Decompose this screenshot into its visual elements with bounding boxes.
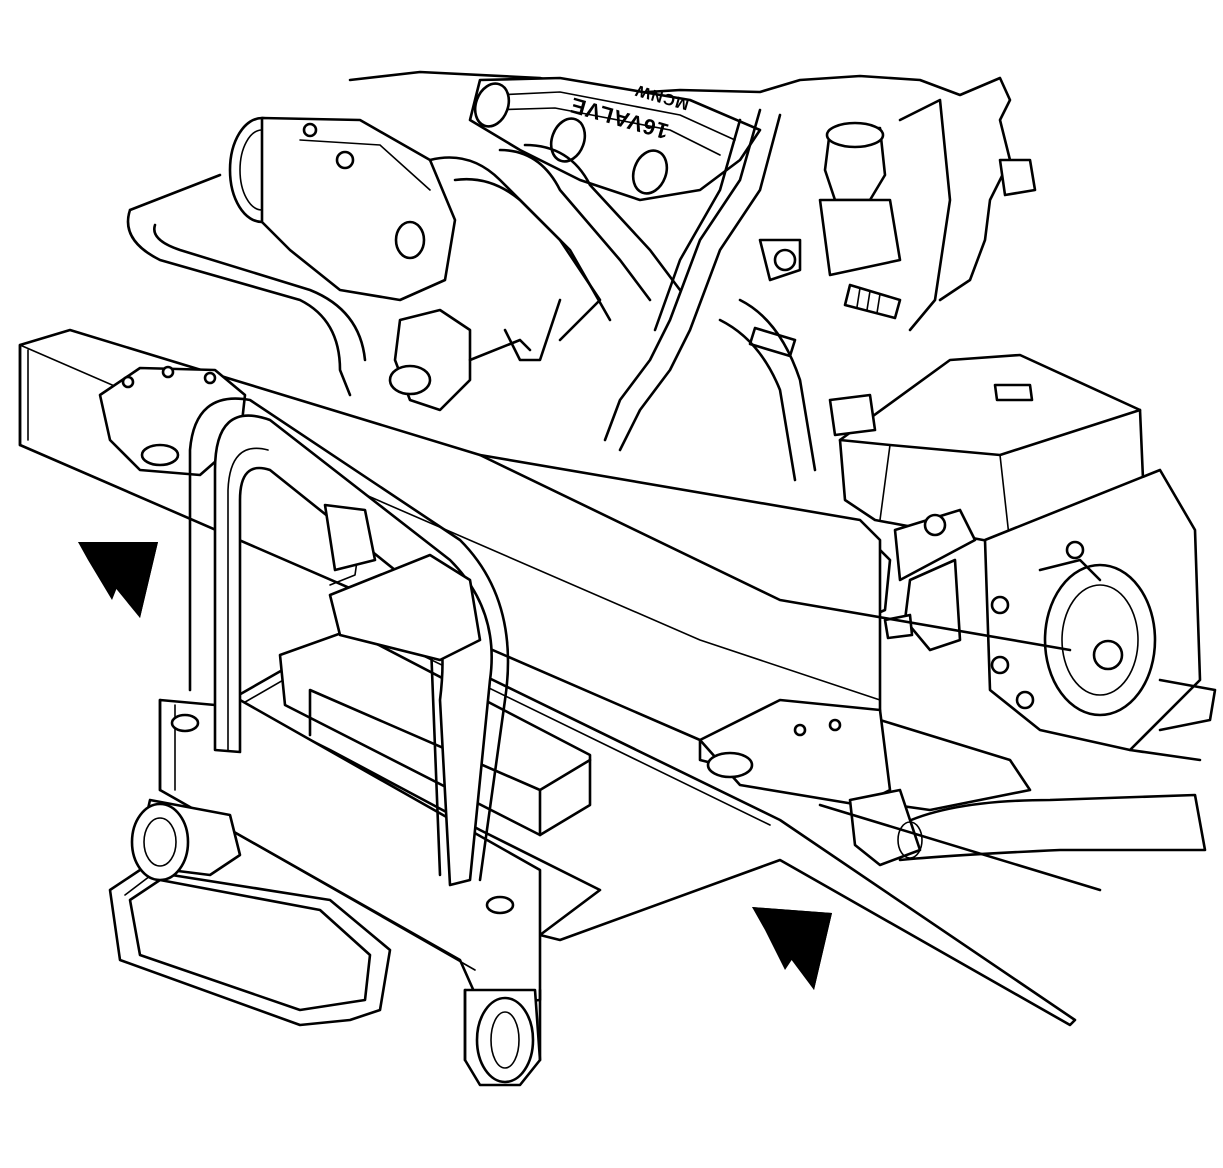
engine-dolly (108, 397, 1077, 1087)
engine-assembly: 16VALVE MCNW (228, 70, 1037, 482)
left-arrow (78, 542, 158, 618)
air-cleaner-box (828, 353, 1147, 547)
right-arrow (752, 907, 832, 990)
